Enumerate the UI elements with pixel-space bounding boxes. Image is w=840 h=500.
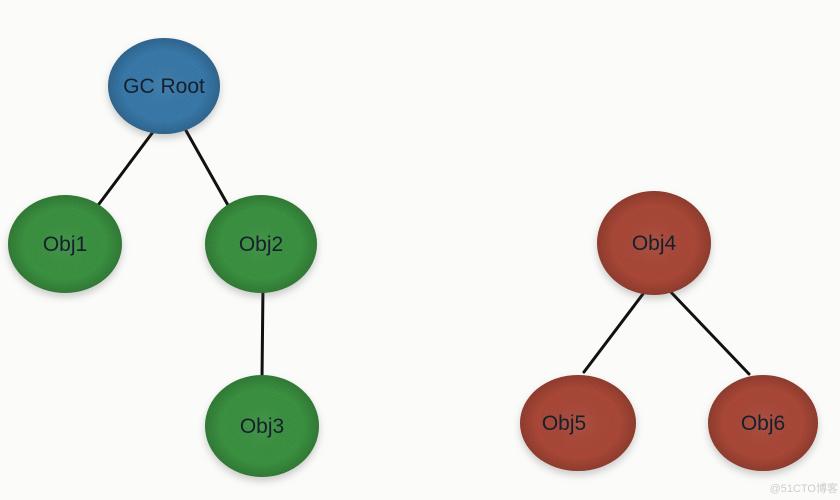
edge-gcroot-obj2 [182, 125, 231, 209]
node-gc-root: GC Root [108, 38, 220, 134]
node-obj4-label: Obj4 [632, 232, 677, 255]
node-obj2-texture [205, 195, 317, 293]
node-obj6: Obj6 [708, 375, 818, 471]
node-obj2-label: Obj2 [239, 233, 283, 256]
node-obj3-label: Obj3 [240, 415, 284, 438]
node-obj1-label: Obj1 [43, 233, 87, 256]
node-obj5-texture [520, 375, 636, 471]
node-obj5: Obj5 [520, 375, 636, 471]
node-obj6-label: Obj6 [741, 412, 785, 435]
node-obj6-texture [708, 375, 818, 471]
edge-gcroot-obj1 [94, 126, 158, 210]
node-gc-root-label: GC Root [123, 75, 205, 98]
node-gc-root-texture [108, 38, 220, 134]
edge-obj4-obj6 [665, 286, 751, 376]
edge-obj4-obj5 [582, 288, 648, 374]
edge-obj2-obj3 [260, 284, 265, 380]
node-obj2: Obj2 [205, 195, 317, 293]
node-obj1: Obj1 [8, 195, 122, 293]
node-obj3-texture [205, 375, 319, 477]
edges [94, 125, 751, 380]
watermark-text: @51CTO博客 [770, 481, 838, 495]
node-obj5-label: Obj5 [542, 412, 586, 435]
node-obj4-texture [597, 191, 711, 295]
node-obj4: Obj4 [597, 191, 711, 295]
node-obj3: Obj3 [205, 375, 319, 477]
node-obj1-texture [8, 195, 122, 293]
